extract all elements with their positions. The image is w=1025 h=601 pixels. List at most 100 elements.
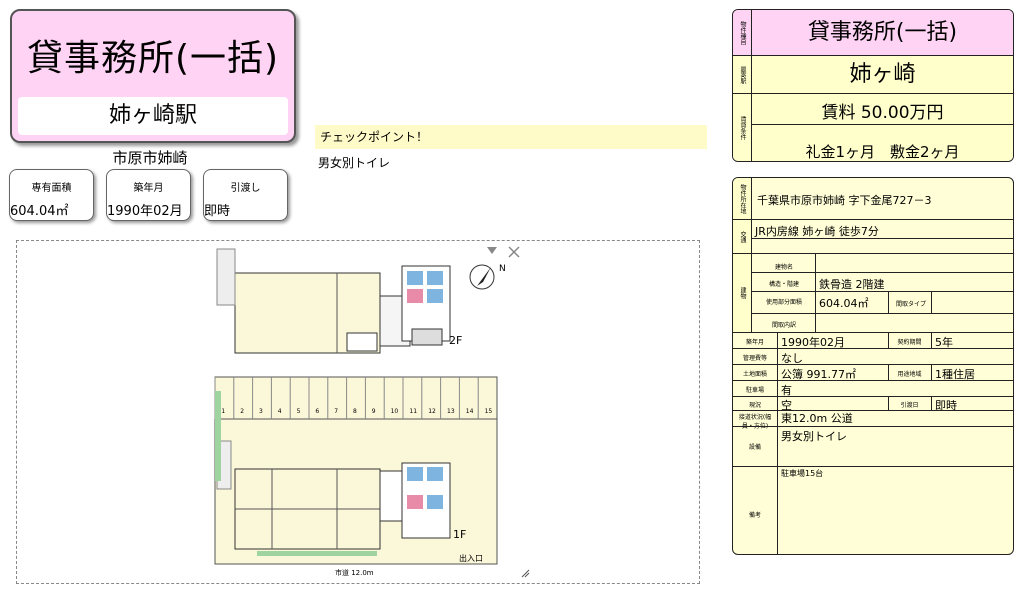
built-button-label: 築年月 (133, 183, 164, 194)
divider (733, 396, 1013, 397)
area-button[interactable]: 専有面積 604.04㎡ (9, 169, 94, 221)
handover-button-label: 引渡し (230, 183, 261, 194)
manager-label: 管理費等 (742, 355, 767, 362)
status-value: 空 (781, 399, 792, 412)
divider (733, 348, 1013, 349)
bname-label: 建物名 (774, 264, 793, 271)
equip-value: 男女別トイレ (781, 430, 847, 443)
remarks-value: 駐車場15台 (781, 469, 824, 478)
divider (733, 426, 1013, 427)
road-label-cell: 接道状況(幅員・方位) (738, 414, 772, 430)
summary-deposit: 礼金1ヶ月 敷金2ヶ月 (805, 143, 960, 161)
station-side-label: 最寄駅 (733, 56, 752, 93)
floor-2f-label: 2F (449, 334, 462, 347)
layout-label: 間取タイプ (895, 301, 926, 308)
floor-1f-label: 1F (453, 528, 466, 541)
contract-label: 契約期間 (897, 339, 922, 346)
area-button-value: 604.04㎡ (10, 204, 69, 219)
manager-value: なし (781, 352, 803, 365)
divider (752, 291, 1013, 292)
road-label: 市道 12.0m (335, 568, 374, 577)
area-value: 604.04㎡ (819, 297, 869, 310)
structure-value: 鉄骨造 2階建 (819, 278, 885, 291)
checkpoint-bar (315, 125, 707, 149)
summary-rent: 賃料 50.00万円 (821, 103, 944, 123)
handover-button[interactable]: 引渡し 即時 (203, 169, 288, 221)
summary-type: 貸事務所(一括) (752, 10, 1013, 55)
land-value: 公簿 991.77㎡ (781, 368, 856, 381)
detail-table: 物件所在地 千葉県市原市姉崎 字下金尾727－3 交通 JR内房線 姉ヶ崎 徒歩… (732, 177, 1014, 555)
divider (733, 380, 1013, 381)
equip-label: 設備 (748, 444, 761, 451)
parking-stall-number: 13 (447, 408, 455, 415)
entrance-label: 出入口 (459, 553, 483, 563)
divider (777, 332, 778, 426)
built-value: 1990年02月 (781, 336, 845, 349)
parking-stall-number: 14 (466, 408, 474, 415)
parking-stall-number: 8 (353, 408, 357, 415)
area-button-label: 専有面積 (31, 183, 72, 194)
summary-panel: 物件種目 貸事務所(一括) 最寄駅 姉ヶ崎 賃貸条件 賃料 50.00万円 礼金… (732, 9, 1014, 162)
compass-label: N (499, 264, 506, 274)
area-label: 使用部分面積 (765, 299, 802, 306)
structure-label: 構造・階建 (768, 281, 799, 288)
handover-value: 即時 (935, 399, 957, 412)
parking-value: 有 (781, 384, 792, 397)
divider (752, 238, 1013, 239)
divider (931, 332, 932, 348)
divider (733, 410, 1013, 411)
land-label: 土地面積 (742, 371, 767, 378)
divider (888, 364, 889, 380)
checkpoint-note: 男女別トイレ (318, 156, 391, 170)
address-side-label: 物件所在地 (733, 178, 752, 219)
divider (733, 466, 1013, 467)
built-button[interactable]: 築年月 1990年02月 (106, 169, 191, 221)
parking-stall-number: 6 (315, 408, 319, 415)
built-button-value: 1990年02月 (107, 204, 183, 219)
divider (733, 55, 1013, 56)
divider (733, 219, 1013, 220)
divider (931, 364, 932, 380)
parking-stall-number: 7 (334, 408, 338, 415)
divider (888, 332, 889, 348)
divider (931, 396, 932, 410)
building-side-label: 建物 (733, 254, 752, 332)
divider (777, 426, 778, 554)
parking-stall-number: 3 (259, 408, 263, 415)
parking-label: 駐車場 (745, 387, 764, 394)
summary-station: 姉ヶ崎 (752, 56, 1013, 93)
built-label: 築年月 (745, 339, 764, 346)
divider (752, 313, 1013, 314)
property-title: 貸事務所(一括) (26, 38, 280, 79)
divider (752, 124, 1013, 125)
divider (815, 254, 816, 332)
checkpoint-title: チェックポイント！ (320, 130, 429, 144)
status-label: 現況 (748, 402, 761, 409)
divider (888, 396, 889, 410)
divider (733, 332, 1013, 333)
title-card: 貸事務所(一括) 姉ヶ崎駅 (10, 9, 296, 143)
divider (733, 93, 1013, 94)
terms-cell: 賃料 50.00万円 礼金1ヶ月 敷金2ヶ月 (752, 94, 1013, 161)
compass-icon: N (469, 246, 520, 290)
type-side-label: 物件種目 (733, 10, 752, 55)
access-value: JR内房線 姉ヶ崎 徒歩7分 (755, 225, 879, 238)
road-value: 東12.0m 公道 (781, 412, 853, 425)
divider (888, 291, 889, 313)
divider (931, 291, 932, 313)
parking-stall-number: 1 (221, 408, 225, 415)
divider (752, 272, 1013, 273)
layout-detail-label: 間取内訳 (771, 322, 796, 329)
parking-stall-number: 2 (240, 408, 244, 415)
floor-2f-plan: 2F (216, 248, 462, 354)
zoning-value: 1種住居 (935, 368, 975, 381)
zoning-label: 用途地域 (897, 371, 922, 378)
parking-stall-number: 9 (372, 408, 376, 415)
terms-side-label: 賃貸条件 (733, 94, 752, 161)
parking-stall-number: 10 (391, 408, 399, 415)
handover-button-value: 即時 (204, 204, 231, 219)
parking-stall-number: 5 (297, 408, 301, 415)
